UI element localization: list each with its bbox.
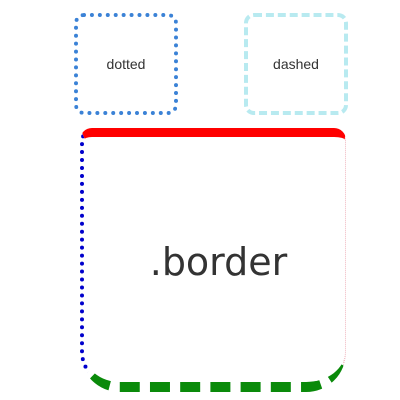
dashed-border-box: dashed — [244, 13, 348, 115]
border-box-label: .border — [149, 239, 288, 284]
dotted-box-label: dotted — [106, 56, 146, 72]
dotted-border-box: dotted — [74, 13, 178, 115]
mixed-border-box: .border — [80, 128, 346, 392]
dashed-box-label: dashed — [273, 56, 319, 72]
